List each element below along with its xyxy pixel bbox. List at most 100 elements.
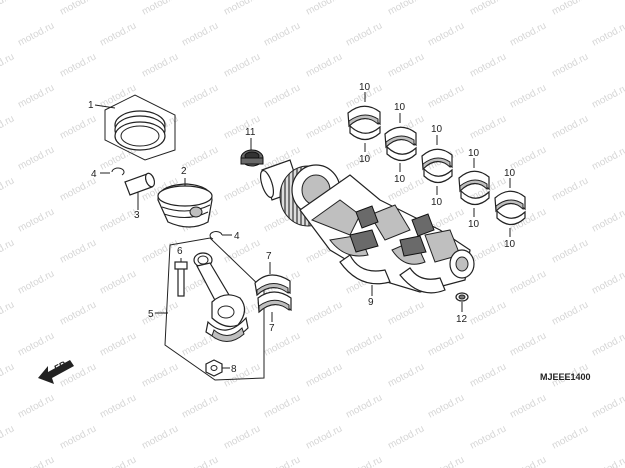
watermark-text: motod.ru [16, 82, 56, 110]
callout-5: 5 [148, 309, 154, 320]
callout-10-3-top: 10 [431, 124, 443, 135]
piston-pin-clip-right [209, 231, 232, 240]
watermark-text: motod.ru [590, 20, 625, 48]
watermark-text: motod.ru [590, 144, 625, 172]
watermark-text: motod.ru [0, 51, 16, 79]
callout-10-5-top: 10 [504, 168, 516, 179]
piston-pin-clip-left [100, 167, 125, 176]
callout-7-upper: 7 [266, 251, 272, 262]
watermark-text: motod.ru [590, 206, 625, 234]
watermark-text: motod.ru [140, 423, 180, 451]
watermark-text: motod.ru [58, 423, 98, 451]
watermark-text: motod.ru [344, 392, 384, 420]
watermark-text: motod.ru [140, 237, 180, 265]
watermark-text: motod.ru [468, 113, 508, 141]
watermark-text: motod.ru [550, 175, 590, 203]
connecting-rod-assembly [155, 237, 265, 381]
watermark-text: motod.ru [386, 0, 426, 18]
watermark-text: motod.ru [304, 0, 344, 18]
watermark-text: motod.ru [98, 454, 138, 468]
watermark-text: motod.ru [386, 51, 426, 79]
watermark-text: motod.ru [0, 423, 16, 451]
watermark-text: motod.ru [304, 113, 344, 141]
callout-10-1-top: 10 [359, 82, 371, 93]
watermark-text: motod.ru [140, 0, 180, 18]
watermark-text: motod.ru [98, 330, 138, 358]
watermark-text: motod.ru [344, 454, 384, 468]
diagram-code: MJEEE1400 [540, 372, 591, 382]
watermark-text: motod.ru [262, 392, 302, 420]
watermark-text: motod.ru [98, 268, 138, 296]
watermark-text: motod.ru [590, 330, 625, 358]
callout-7-lower: 7 [269, 323, 275, 334]
callout-9: 9 [368, 297, 374, 308]
watermark-text: motod.ru [426, 82, 466, 110]
watermark-text: motod.ru [590, 268, 625, 296]
callout-12: 12 [456, 314, 468, 325]
callout-6: 6 [177, 246, 183, 257]
watermark-text: motod.ru [262, 454, 302, 468]
watermark-text: motod.ru [550, 0, 590, 18]
main-bearing-3 [421, 135, 453, 195]
callout-10-4-top: 10 [468, 148, 480, 159]
watermark-text: motod.ru [0, 175, 16, 203]
watermark-text: motod.ru [98, 206, 138, 234]
watermark-text: motod.ru [58, 51, 98, 79]
watermark-text: motod.ru [386, 361, 426, 389]
watermark-text: motod.ru [426, 330, 466, 358]
callout-4-left: 4 [91, 169, 97, 180]
direction-label: FR. [52, 358, 69, 374]
watermark-text: motod.ru [222, 51, 262, 79]
watermark-text: motod.ru [58, 113, 98, 141]
watermark-text: motod.ru [16, 20, 56, 48]
watermark-text: motod.ru [508, 392, 548, 420]
callout-10-3-bottom: 10 [431, 197, 443, 208]
watermark-text: motod.ru [222, 113, 262, 141]
watermark-text: motod.ru [16, 206, 56, 234]
watermark-text: motod.ru [426, 454, 466, 468]
watermark-text: motod.ru [16, 454, 56, 468]
watermark-text: motod.ru [304, 423, 344, 451]
watermark-text: motod.ru [0, 113, 16, 141]
watermark-text: motod.ru [590, 82, 625, 110]
piston-pin [124, 172, 156, 210]
watermark-text: motod.ru [222, 423, 262, 451]
callout-1: 1 [88, 100, 94, 111]
conrod-bearing-lower [257, 291, 292, 322]
callout-10-1-bottom: 10 [359, 154, 371, 165]
watermark-text: motod.ru [426, 20, 466, 48]
crankshaft [259, 159, 475, 296]
watermark-text: motod.ru [304, 51, 344, 79]
watermark-text: motod.ru [0, 237, 16, 265]
watermark-text: motod.ru [468, 361, 508, 389]
watermark-text: motod.ru [262, 20, 302, 48]
callout-11: 11 [245, 127, 256, 138]
watermark-text: motod.ru [58, 299, 98, 327]
watermark-text: motod.ru [590, 454, 625, 468]
piston-rings [94, 94, 176, 161]
watermark-text: motod.ru [304, 361, 344, 389]
callout-10-4-bottom: 10 [468, 219, 480, 230]
watermark-text: motod.ru [98, 20, 138, 48]
watermark-text: motod.ru [468, 51, 508, 79]
conrod-bearing-upper [254, 262, 291, 297]
front-direction-arrow: FR. [38, 358, 74, 384]
watermark-text: motod.ru [16, 144, 56, 172]
watermark-text: motod.ru [550, 299, 590, 327]
callout-3: 3 [134, 210, 140, 221]
watermark-text: motod.ru [222, 175, 262, 203]
watermark-text: motod.ru [16, 392, 56, 420]
watermark-text: motod.ru [262, 330, 302, 358]
watermark-text: motod.ru [386, 423, 426, 451]
watermark-text: motod.ru [0, 299, 16, 327]
watermark-text: motod.ru [344, 330, 384, 358]
watermark-text: motod.ru [180, 20, 220, 48]
watermark-text: motod.ru [0, 361, 16, 389]
watermark-text: motod.ru [550, 113, 590, 141]
watermark-text: motod.ru [468, 299, 508, 327]
watermark-text: motod.ru [140, 51, 180, 79]
watermark-text: motod.ru [550, 423, 590, 451]
crankshaft-end-bearing [240, 138, 264, 167]
watermark-text: motod.ru [98, 392, 138, 420]
